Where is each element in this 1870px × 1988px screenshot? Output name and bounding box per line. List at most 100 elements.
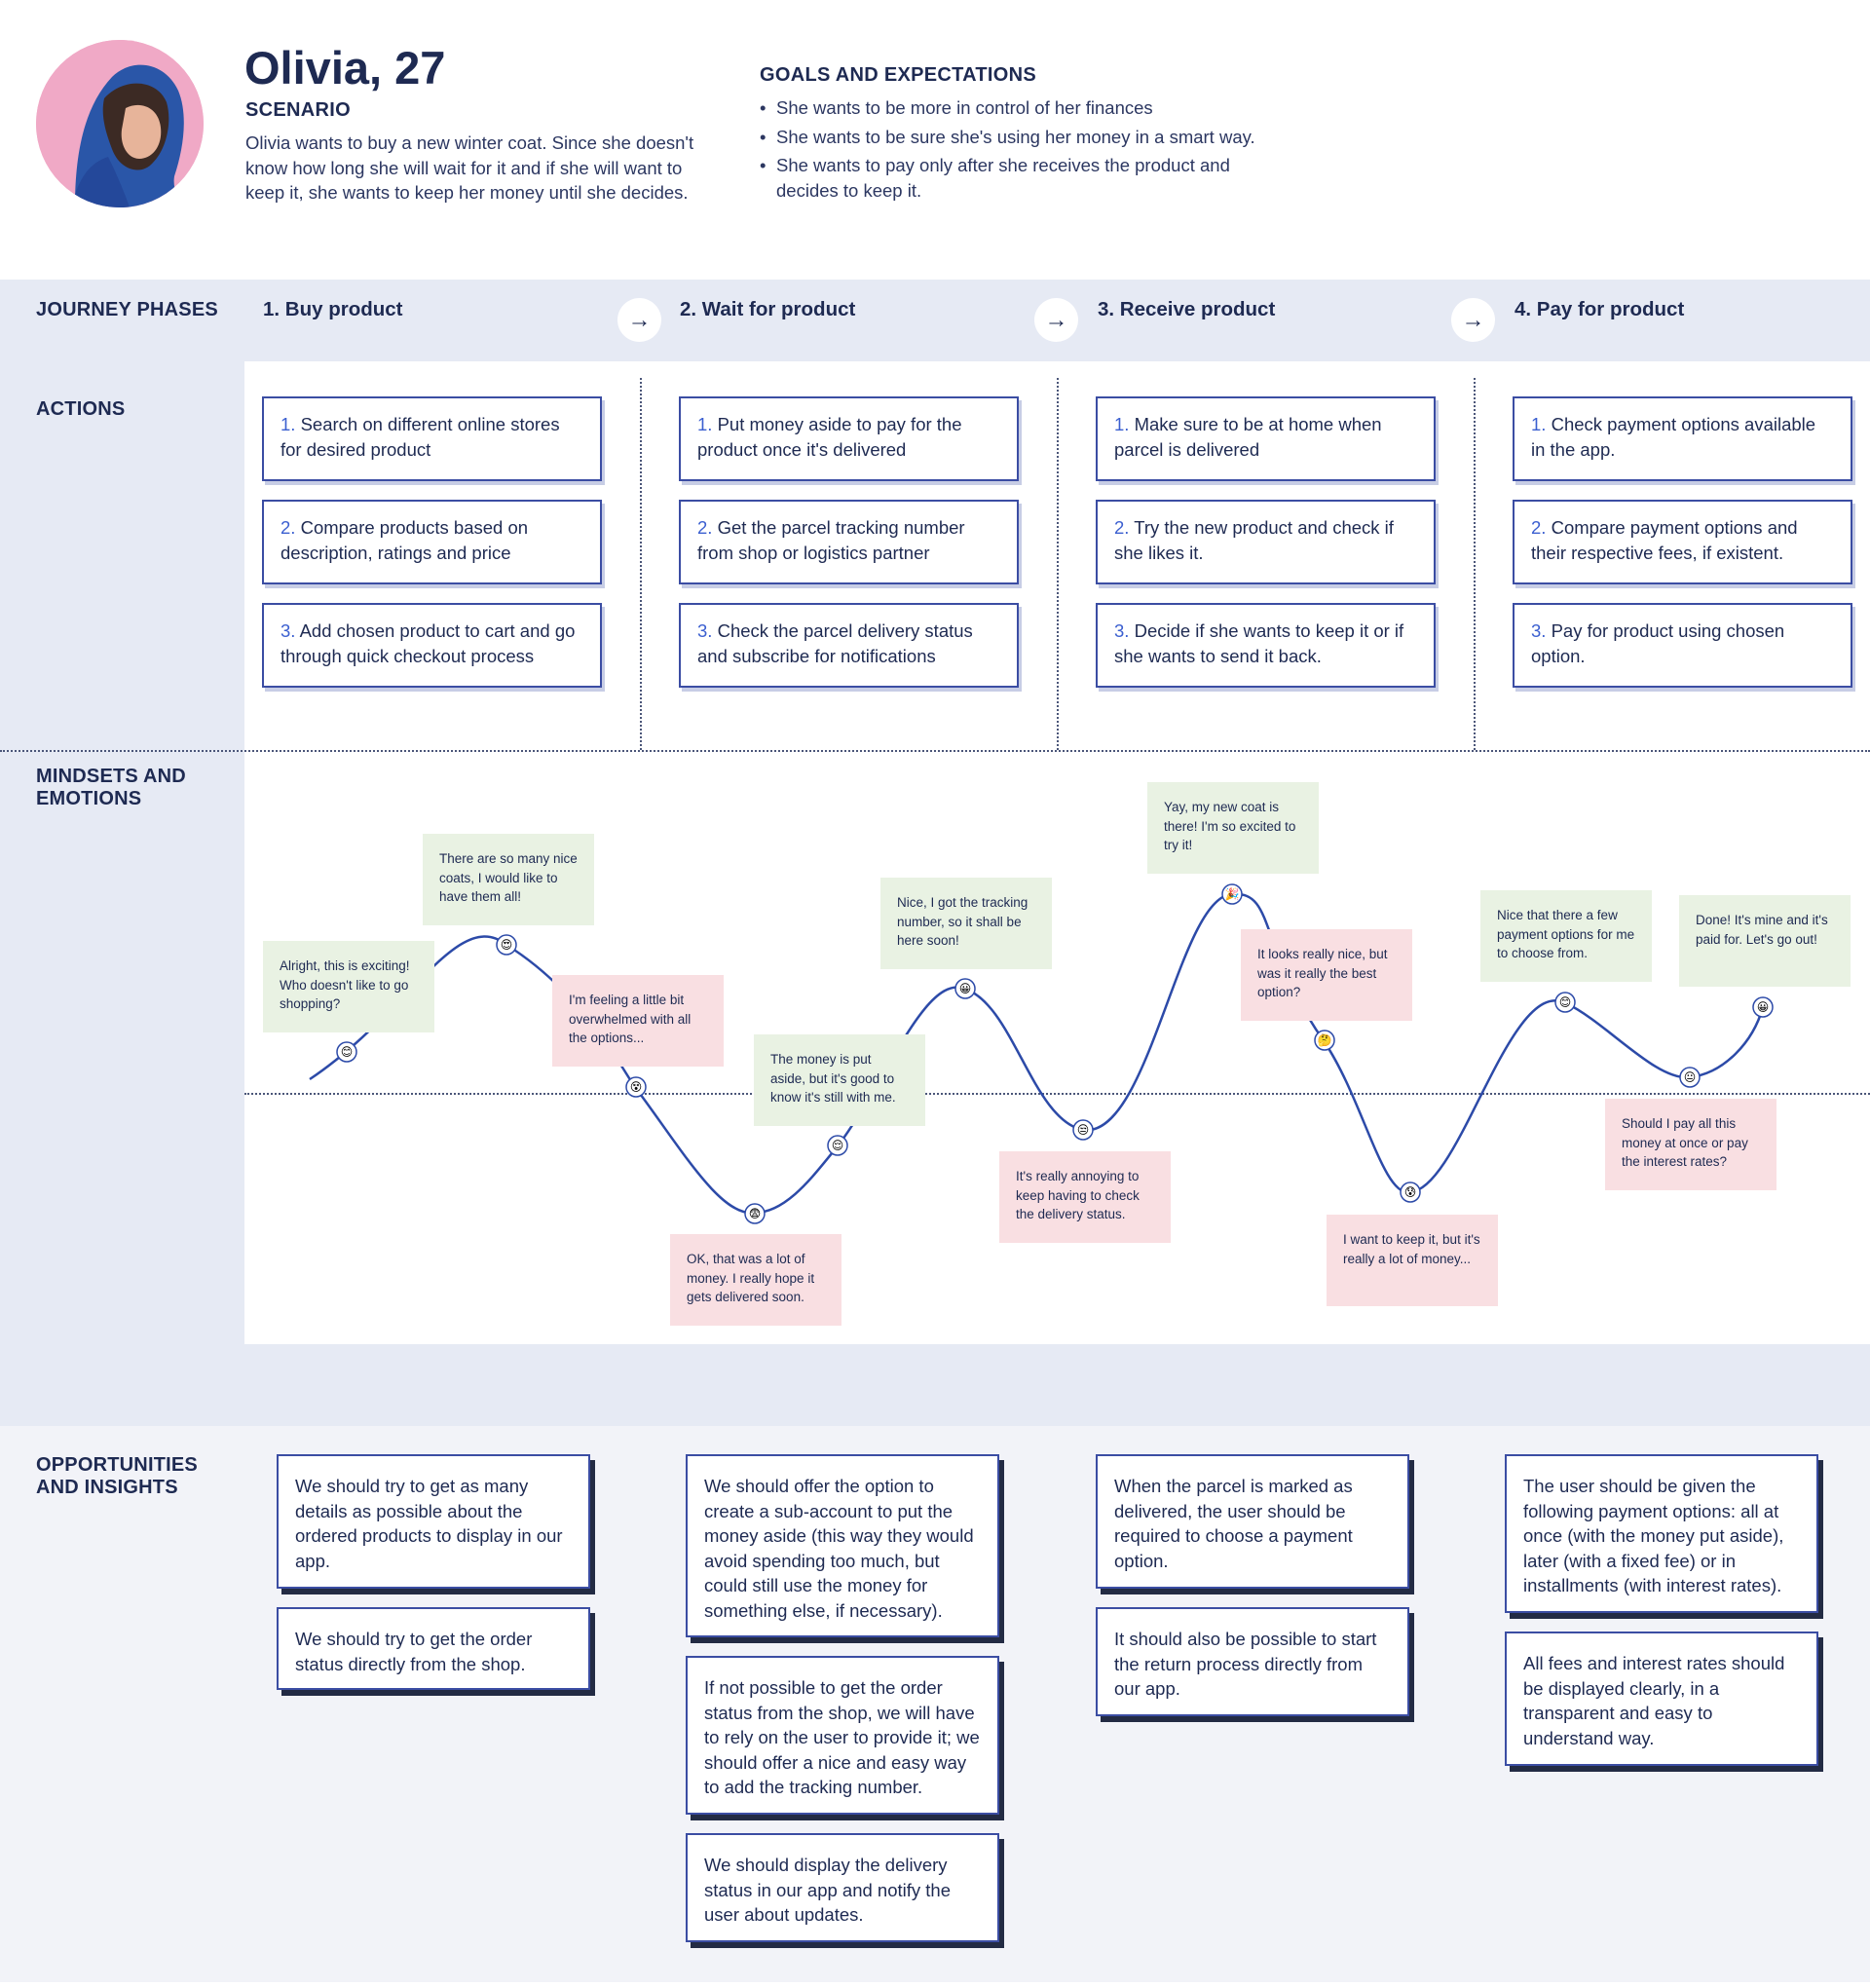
action-card: 3. Decide if she wants to keep it or if … — [1096, 603, 1436, 688]
scenario-title: SCENARIO — [245, 99, 351, 121]
opportunity-card: If not possible to get the order status … — [686, 1656, 999, 1815]
action-number: 2. — [280, 517, 296, 538]
emotion-note: Yay, my new coat is there! I'm so excite… — [1147, 782, 1319, 874]
opportunity-card: We should try to get the order status di… — [277, 1607, 590, 1690]
emotion-marker — [336, 1041, 357, 1063]
emoji-relieved-icon: 😌 — [832, 1139, 844, 1152]
action-card: 1. Make sure to be at home when parcel i… — [1096, 396, 1436, 481]
emoji-party-icon: 🎉 — [1225, 887, 1240, 901]
emotion-marker — [1679, 1067, 1701, 1088]
goal-item: She wants to be more in control of her f… — [760, 95, 1286, 121]
action-card: 2. Try the new product and check if she … — [1096, 500, 1436, 584]
persona-avatar — [36, 40, 204, 207]
action-text: Compare products based on description, r… — [280, 517, 529, 563]
phase-divider — [1474, 378, 1476, 750]
action-number: 3. — [1531, 620, 1547, 641]
action-text: Get the parcel tracking number from shop… — [697, 517, 965, 563]
emoji-grin-icon: 😀 — [1757, 1000, 1770, 1014]
emotion-note: Nice, I got the tracking number, so it s… — [880, 878, 1052, 969]
emotion-marker — [496, 934, 517, 956]
action-number: 2. — [697, 517, 713, 538]
arrow-right-icon: → — [617, 298, 661, 342]
action-card: 2. Compare payment options and their res… — [1513, 500, 1852, 584]
arrow-right-icon: → — [1451, 298, 1495, 342]
action-text: Decide if she wants to keep it or if she… — [1114, 620, 1404, 666]
action-text: Try the new product and check if she lik… — [1114, 517, 1394, 563]
opportunity-card: We should display the delivery status in… — [686, 1833, 999, 1942]
section-label-mindsets: MINDSETS AND EMOTIONS — [36, 766, 186, 809]
emotion-note: Nice that there a few payment options fo… — [1480, 890, 1652, 982]
opportunity-card: The user should be given the following p… — [1505, 1454, 1818, 1613]
emoji-smile-icon: 😊 — [341, 1045, 354, 1059]
action-text: Add chosen product to cart and go throug… — [280, 620, 576, 666]
action-number: 3. — [1114, 620, 1130, 641]
persona-photo — [36, 40, 204, 207]
emotion-marker — [1221, 883, 1243, 905]
emotion-emojis: 😊 😍 😵 😨 😌 😀 😒 🎉 🤔 😰 😊 😐 😀 — [341, 887, 1770, 1220]
emotion-marker — [625, 1076, 647, 1098]
action-text: Pay for product using chosen option. — [1531, 620, 1785, 666]
emoji-hearts-icon: 😍 — [501, 938, 513, 952]
emoji-unamused-icon: 😒 — [1077, 1123, 1090, 1137]
action-card: 3. Check the parcel delivery status and … — [679, 603, 1019, 688]
phase-divider — [1057, 378, 1059, 750]
action-card: 1. Check payment options available in th… — [1513, 396, 1852, 481]
emotion-note: I'm feeling a little bit overwhelmed wit… — [552, 975, 724, 1067]
goal-item: She wants to pay only after she receives… — [760, 153, 1286, 203]
action-number: 1. — [697, 414, 713, 434]
emotion-marker — [1072, 1119, 1094, 1141]
emotion-marker — [1554, 992, 1576, 1013]
opportunity-card: We should offer the option to create a s… — [686, 1454, 999, 1637]
action-card: 2. Get the parcel tracking number from s… — [679, 500, 1019, 584]
action-card: 3. Pay for product using chosen option. — [1513, 603, 1852, 688]
emoji-smile-icon: 😊 — [1559, 995, 1572, 1009]
phase-title-3: 3. Receive product — [1098, 298, 1276, 320]
section-divider — [0, 750, 1870, 752]
opportunity-card: We should try to get as many details as … — [277, 1454, 590, 1589]
action-text: Check the parcel delivery status and sub… — [697, 620, 973, 666]
emoji-anxious-icon: 😰 — [1404, 1185, 1417, 1199]
section-label-actions: ACTIONS — [36, 398, 126, 420]
emoji-neutral-icon: 😐 — [1684, 1070, 1697, 1084]
emoji-dizzy-icon: 😵 — [630, 1080, 643, 1094]
emotion-note: Done! It's mine and it's paid for. Let's… — [1679, 895, 1851, 987]
section-label-phases: JOURNEY PHASES — [36, 299, 218, 320]
action-text: Search on different online stores for de… — [280, 414, 560, 460]
emotion-note: I want to keep it, but it's really a lot… — [1327, 1215, 1498, 1306]
arrow-right-icon: → — [1034, 298, 1078, 342]
emotion-note: There are so many nice coats, I would li… — [423, 834, 594, 925]
action-text: Make sure to be at home when parcel is d… — [1114, 414, 1382, 460]
emotion-marker — [1400, 1182, 1421, 1203]
emoji-fearful-icon: 😨 — [749, 1207, 762, 1220]
action-card: 1. Put money aside to pay for the produc… — [679, 396, 1019, 481]
action-text: Compare payment options and their respec… — [1531, 517, 1798, 563]
action-card: 3. Add chosen product to cart and go thr… — [262, 603, 602, 688]
goals-list: She wants to be more in control of her f… — [760, 95, 1286, 206]
goal-item: She wants to be sure she's using her mon… — [760, 125, 1286, 150]
action-number: 1. — [280, 414, 296, 434]
neutral-baseline — [244, 1093, 1870, 1095]
emotion-note: Should I pay all this money at once or p… — [1605, 1099, 1776, 1190]
opportunity-card: When the parcel is marked as delivered, … — [1096, 1454, 1409, 1589]
emotion-marker — [1752, 996, 1774, 1018]
action-number: 2. — [1114, 517, 1130, 538]
opportunity-card: All fees and interest rates should be di… — [1505, 1632, 1818, 1766]
action-card: 1. Search on different online stores for… — [262, 396, 602, 481]
emotion-marker — [744, 1203, 766, 1224]
phase-title-1: 1. Buy product — [263, 298, 403, 320]
emotion-note: OK, that was a lot of money. I really ho… — [670, 1234, 842, 1326]
action-number: 3. — [280, 620, 296, 641]
phase-title-4: 4. Pay for product — [1515, 298, 1685, 320]
phase-title-2: 2. Wait for product — [680, 298, 856, 320]
emotion-note: It's really annoying to keep having to c… — [999, 1151, 1171, 1243]
emotion-note: Alright, this is exciting! Who doesn't l… — [263, 941, 434, 1032]
action-text: Put money aside to pay for the product o… — [697, 414, 962, 460]
section-label-opportunities: OPPORTUNITIES AND INSIGHTS — [36, 1454, 198, 1498]
action-number: 3. — [697, 620, 713, 641]
emotion-marker — [1314, 1030, 1335, 1051]
action-text: Check payment options available in the a… — [1531, 414, 1816, 460]
spacer-band — [0, 1344, 1870, 1426]
label-column — [0, 361, 244, 1344]
emotion-marker — [827, 1135, 848, 1156]
